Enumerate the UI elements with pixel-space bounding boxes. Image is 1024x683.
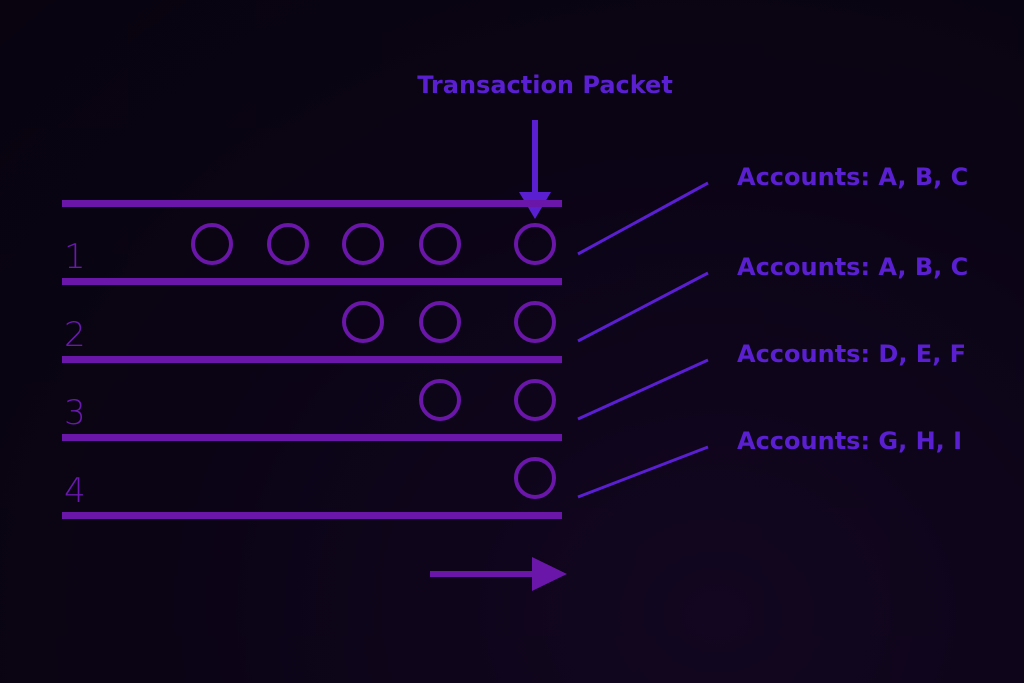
connector-line [577, 271, 709, 343]
lane-number: 2 [64, 315, 86, 355]
transaction-packet [342, 223, 384, 265]
right-arrow-icon [430, 557, 567, 591]
transaction-packet [342, 301, 384, 343]
transaction-packet [419, 379, 461, 421]
accounts-label: Accounts: A, B, C [737, 253, 968, 281]
transaction-packet [419, 301, 461, 343]
transaction-packet [514, 457, 556, 499]
lane-number: 1 [64, 237, 86, 277]
diagram-title: Transaction Packet [417, 71, 673, 99]
transaction-packet [514, 379, 556, 421]
transaction-packet [514, 301, 556, 343]
lane-divider [62, 356, 562, 363]
lane-divider [62, 200, 562, 207]
lane-divider [62, 434, 562, 441]
connector-line [577, 181, 709, 256]
connector-line [577, 358, 709, 421]
transaction-packet [267, 223, 309, 265]
connector-line [577, 445, 709, 499]
lane-divider [62, 512, 562, 519]
accounts-label: Accounts: G, H, I [737, 427, 962, 455]
transaction-packet [191, 223, 233, 265]
transaction-packet [419, 223, 461, 265]
accounts-label: Accounts: D, E, F [737, 340, 966, 368]
accounts-label: Accounts: A, B, C [737, 163, 968, 191]
lane-divider [62, 278, 562, 285]
lane-number: 4 [64, 471, 86, 511]
lane-number: 3 [64, 393, 86, 433]
transaction-packet [514, 223, 556, 265]
